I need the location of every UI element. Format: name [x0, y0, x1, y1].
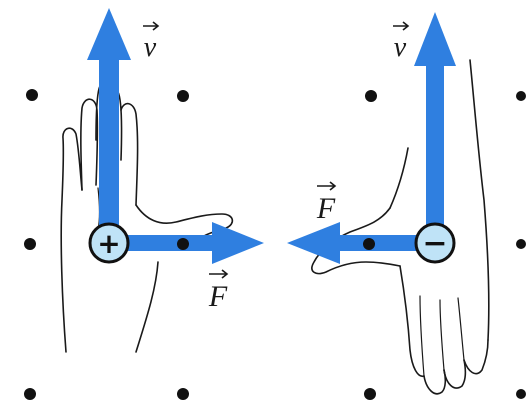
field-dot-icon	[516, 389, 526, 399]
field-dot-icon	[177, 90, 189, 102]
field-dot-icon	[26, 89, 38, 101]
field-dot-icon	[24, 238, 36, 250]
negative-charge-sign: −	[422, 226, 447, 261]
velocity-arrow-right	[414, 12, 456, 242]
vector-arrow-icon	[143, 21, 160, 31]
vector-arrow-icon	[209, 269, 229, 279]
field-dot-icon	[177, 388, 189, 400]
positive-charge-sign: +	[97, 227, 120, 260]
svg-text:F: F	[316, 192, 336, 225]
field-dot-icon	[177, 238, 189, 250]
field-dot-icon	[24, 388, 36, 400]
label-v-right: v	[393, 21, 410, 63]
negative-charge: −	[414, 222, 456, 264]
svg-text:v: v	[144, 32, 157, 63]
field-dot-icon	[364, 388, 376, 400]
left-hand-icon	[60, 85, 234, 353]
force-arrow-left	[110, 222, 264, 264]
field-dot-icon	[365, 90, 377, 102]
force-arrow-right	[287, 222, 436, 264]
field-dot-icon	[363, 238, 375, 250]
label-F-left: F	[208, 269, 229, 313]
svg-text:F: F	[208, 280, 228, 313]
field-dot-icon	[516, 91, 526, 101]
right-hand-icon	[311, 59, 490, 395]
label-F-right: F	[316, 181, 337, 225]
vector-arrow-icon	[393, 21, 410, 31]
field-dot-icon	[516, 239, 526, 249]
positive-charge: +	[88, 222, 130, 264]
label-v-left: v	[143, 21, 160, 63]
svg-text:v: v	[394, 32, 407, 63]
velocity-arrow-left	[87, 8, 131, 242]
vector-arrow-icon	[317, 181, 337, 191]
